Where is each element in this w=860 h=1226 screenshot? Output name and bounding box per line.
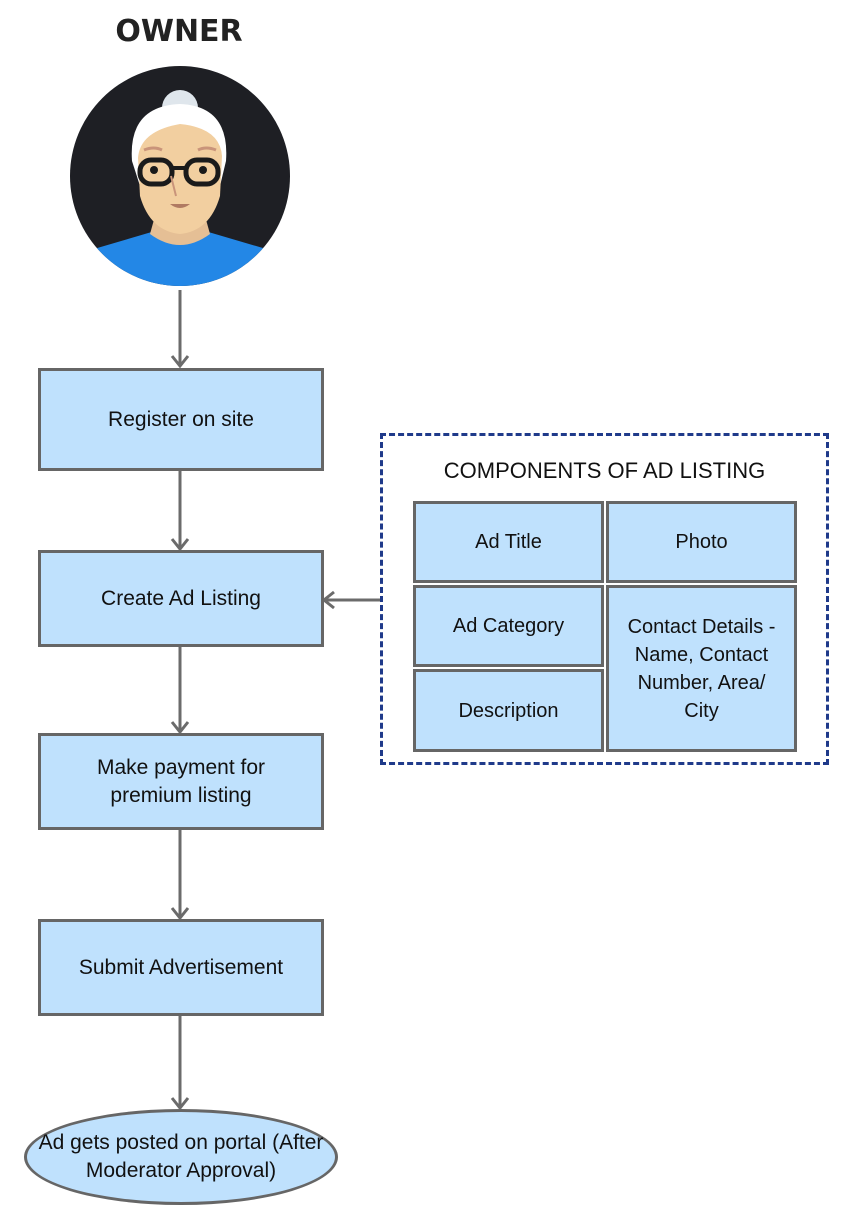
end-terminal: Ad gets posted on portal (After Moderato… — [24, 1109, 338, 1205]
step-make-payment: Make payment for premium listing — [38, 733, 324, 830]
arrowhead — [170, 538, 190, 552]
arrowhead — [170, 1097, 190, 1111]
owner-avatar-icon — [70, 66, 290, 286]
step-create-ad-listing: Create Ad Listing — [38, 550, 324, 647]
component-label: Photo — [675, 531, 728, 553]
component-label: Description — [458, 699, 559, 722]
step-label: Create Ad Listing — [101, 586, 261, 610]
arrowhead — [170, 907, 190, 921]
component-contact-details: Contact Details - Name, Contact Number, … — [606, 585, 797, 752]
component-photo: Photo — [606, 501, 797, 583]
owner-title: OWNER — [115, 14, 243, 49]
arrowhead — [170, 355, 190, 369]
arrowhead — [321, 590, 335, 610]
component-label: Ad Title — [475, 531, 542, 553]
components-title: COMPONENTS OF AD LISTING — [443, 458, 766, 483]
component-description: Description — [413, 669, 604, 752]
component-ad-title: Ad Title — [413, 501, 604, 583]
end-label: Ad gets posted on portal (After Moderato… — [38, 1131, 324, 1182]
step-register: Register on site — [38, 368, 324, 471]
step-label: Register on site — [108, 407, 254, 431]
step-submit-advertisement: Submit Advertisement — [38, 919, 324, 1016]
step-label: Make payment for premium listing — [96, 755, 266, 807]
component-ad-category: Ad Category — [413, 585, 604, 667]
component-label: Contact Details - Name, Contact Number, … — [627, 615, 776, 722]
step-label: Submit Advertisement — [78, 955, 284, 979]
arrowhead — [170, 721, 190, 735]
component-label: Ad Category — [452, 615, 565, 637]
components-panel — [380, 433, 829, 765]
